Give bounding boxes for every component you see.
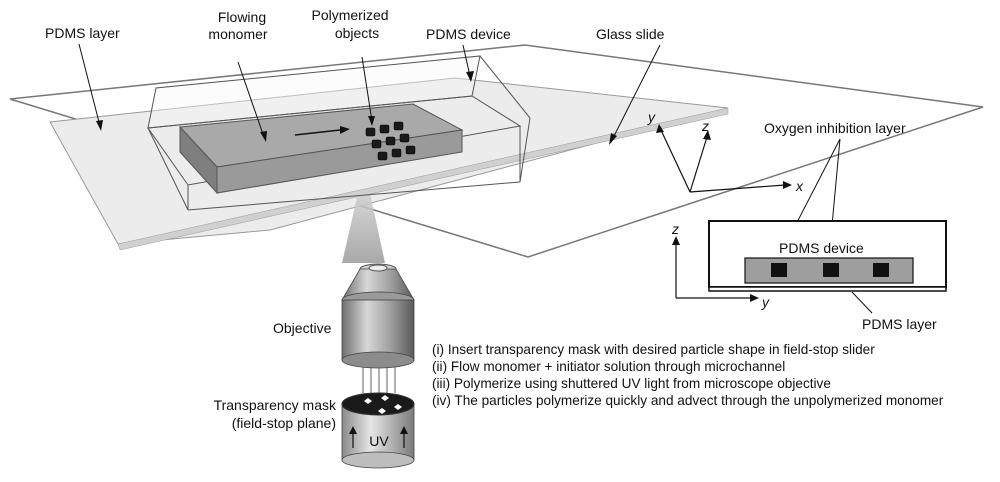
label-mask-1: Transparency mask — [214, 397, 337, 413]
cross-particle — [823, 263, 839, 277]
pdms-device-pointer — [462, 44, 471, 77]
label-polymerized-1: Polymerized — [311, 7, 388, 23]
glass-slide-pointer-head — [609, 133, 617, 145]
cross-particle — [873, 263, 889, 277]
label-uv: UV — [369, 433, 389, 449]
pdms-layer-pointer-head — [96, 120, 103, 131]
label-oxygen-inhibition-layer: Oxygen inhibition layer — [764, 120, 906, 136]
light-rays — [362, 367, 396, 394]
uv-arrowhead-left — [349, 426, 357, 434]
label-flowing-2: monomer — [208, 26, 267, 42]
uv-arrows — [352, 432, 405, 448]
procedure-steps: (i) Insert transparency mask with desire… — [432, 341, 998, 409]
axis-y-label: y — [647, 109, 656, 125]
axis-z-label: z — [701, 118, 709, 134]
pdms-layer-pointer — [78, 43, 101, 127]
step-2: (ii) Flow monomer + initiator solution t… — [432, 359, 786, 374]
axes-cross — [675, 242, 752, 299]
step-4: (iv) The particles polymerize quickly an… — [432, 393, 944, 408]
objective — [341, 263, 415, 369]
label-pdms-layer: PDMS layer — [45, 25, 120, 41]
label-polymerized-2: objects — [335, 25, 379, 41]
label-cross-pdms-device: PDMS device — [779, 240, 864, 256]
label-flowing-1: Flowing — [218, 9, 266, 25]
step-3: (iii) Polymerize using shuttered UV ligh… — [432, 376, 831, 391]
axis-cross-y-label: y — [761, 294, 770, 310]
uv-arrowhead-right — [400, 426, 408, 434]
pdms-device-pointer-head — [466, 71, 474, 82]
label-cross-pdms-layer: PDMS layer — [862, 316, 937, 332]
cross-layer-pointer — [851, 291, 873, 314]
axis-cross-z-head — [672, 236, 680, 245]
axes-top — [659, 127, 786, 193]
axis-cross-y-head — [750, 294, 759, 302]
glass-slide-pointer — [611, 44, 661, 141]
label-mask-2: (field-stop plane) — [232, 415, 336, 431]
polymerized-pointer-head — [368, 116, 375, 126]
polymerized-pointer — [361, 56, 373, 122]
flow-pointer-head — [260, 131, 267, 142]
axis-x-arrowhead — [783, 181, 792, 189]
axis-cross-z-label: z — [671, 221, 679, 237]
transparency-mask — [341, 392, 415, 469]
uv-beam — [342, 193, 385, 263]
pdms-device — [147, 55, 531, 211]
step-1: (i) Insert transparency mask with desire… — [432, 342, 875, 357]
label-objective: Objective — [273, 320, 332, 336]
cross-particle — [771, 263, 787, 277]
flow-pointer — [237, 61, 265, 138]
label-glass-slide: Glass slide — [596, 26, 665, 42]
axis-x-label: x — [795, 178, 804, 194]
axis-z-arrowhead — [703, 130, 711, 140]
cross-pdms-layer — [708, 286, 947, 292]
flow-arrow — [294, 129, 341, 136]
label-pdms-device: PDMS device — [426, 26, 511, 42]
flow-arrowhead — [340, 126, 350, 134]
axis-y-arrowhead — [656, 124, 664, 133]
polymerized-particles — [365, 121, 416, 161]
